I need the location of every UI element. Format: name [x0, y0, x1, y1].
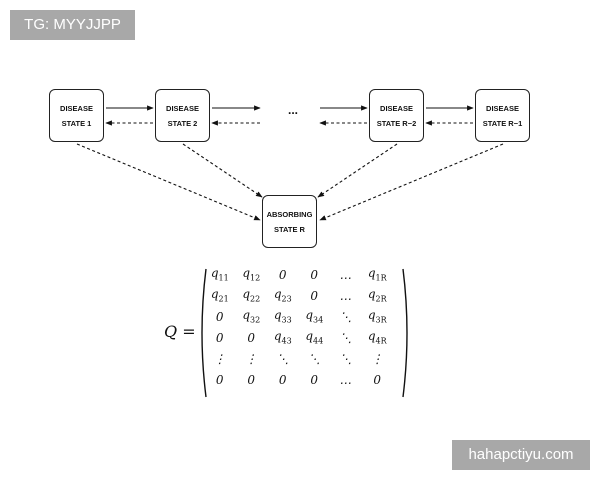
- state-label-line1: DISEASE: [166, 103, 199, 113]
- state-label-line2: STATE R: [274, 224, 305, 234]
- matrix-cell: q1R: [367, 266, 387, 283]
- matrix-cell: …: [339, 372, 352, 387]
- matrix-cell: q33: [273, 308, 292, 325]
- arrow-absorb-1: [76, 143, 261, 221]
- matrix-cell: q44: [305, 329, 324, 346]
- disease-state-r-minus-2: DISEASE STATE R−2: [369, 89, 424, 142]
- matrix-cell: 0: [310, 288, 319, 303]
- matrix-cell: q34: [305, 308, 324, 325]
- disease-state-r-minus-1: DISEASE STATE R−1: [475, 89, 530, 142]
- matrix-row: 0 q32 q33 q34 ⋱ q3R: [204, 306, 393, 327]
- matrix-cell: ⋱: [276, 351, 289, 366]
- matrix-cell: 0: [215, 372, 224, 387]
- matrix-cell: q22: [242, 287, 261, 304]
- matrix-cell: q12: [242, 266, 261, 283]
- matrix-cell: 0: [247, 372, 256, 387]
- transition-matrix: q11 q12 0 0 … q1R q21 q22 q23 0 … q2R 0 q32 q33 q34 ⋱ q3R…: [204, 264, 393, 390]
- arrow-absorb-2: [182, 143, 263, 198]
- matrix-cell: 0: [278, 372, 287, 387]
- matrix-cell: ⋱: [308, 351, 321, 366]
- states-ellipsis: ...: [287, 103, 298, 117]
- watermark-bottom: hahapctiyu.com: [452, 440, 590, 470]
- state-label-line1: DISEASE: [380, 103, 413, 113]
- matrix-cell: q21: [210, 287, 229, 304]
- matrix-cell: ⋱: [339, 309, 352, 324]
- state-label-line2: STATE 2: [167, 118, 198, 128]
- disease-state-2: DISEASE STATE 2: [155, 89, 210, 142]
- watermark-top: TG: MYYJJPP: [10, 10, 135, 40]
- matrix-cell: …: [339, 288, 352, 303]
- matrix-cell: ⋱: [339, 351, 352, 366]
- matrix-cell: …: [339, 267, 352, 282]
- matrix-row: q11 q12 0 0 … q1R: [204, 264, 393, 285]
- matrix-cell: q43: [273, 329, 292, 346]
- matrix-cell: 0: [215, 309, 224, 324]
- state-label-line2: STATE 1: [61, 118, 92, 128]
- matrix-cell: q11: [210, 266, 229, 283]
- matrix-cell: 0: [310, 267, 319, 282]
- state-label-line1: DISEASE: [486, 103, 519, 113]
- matrix-cell: 0: [215, 330, 224, 345]
- state-label-line1: DISEASE: [60, 103, 93, 113]
- matrix-cell: q32: [242, 308, 261, 325]
- matrix-cell: ⋮: [245, 351, 258, 366]
- state-label-line2: STATE R−2: [376, 118, 417, 128]
- matrix-cell: 0: [373, 372, 382, 387]
- disease-state-1: DISEASE STATE 1: [49, 89, 104, 142]
- matrix-cell: 0: [247, 330, 256, 345]
- state-label-line1: ABSORBING: [266, 209, 313, 219]
- matrix-cell: q4R: [367, 329, 387, 346]
- matrix-cell: ⋱: [339, 330, 352, 345]
- absorbing-state-r: ABSORBING STATE R: [262, 195, 317, 248]
- matrix-cell: q3R: [367, 308, 387, 325]
- matrix-cell: q2R: [367, 287, 387, 304]
- matrix-cell: ⋮: [213, 351, 226, 366]
- matrix-row: 0 0 q43 q44 ⋱ q4R: [204, 327, 393, 348]
- matrix-row: ⋮ ⋮ ⋱ ⋱ ⋱ ⋮: [204, 348, 393, 369]
- matrix-right-paren: [402, 268, 408, 398]
- matrix-cell: 0: [278, 267, 287, 282]
- matrix-cell: ⋮: [371, 351, 384, 366]
- matrix-left-paren: [201, 268, 207, 398]
- state-label-line2: STATE R−1: [482, 118, 523, 128]
- arrow-absorb-r1: [319, 143, 504, 221]
- matrix-row: 0 0 0 0 … 0: [204, 369, 393, 390]
- matrix-cell: q23: [273, 287, 292, 304]
- matrix-cell: 0: [310, 372, 319, 387]
- matrix-label: Q =: [164, 322, 196, 341]
- arrow-absorb-r2: [317, 143, 398, 198]
- matrix-row: q21 q22 q23 0 … q2R: [204, 285, 393, 306]
